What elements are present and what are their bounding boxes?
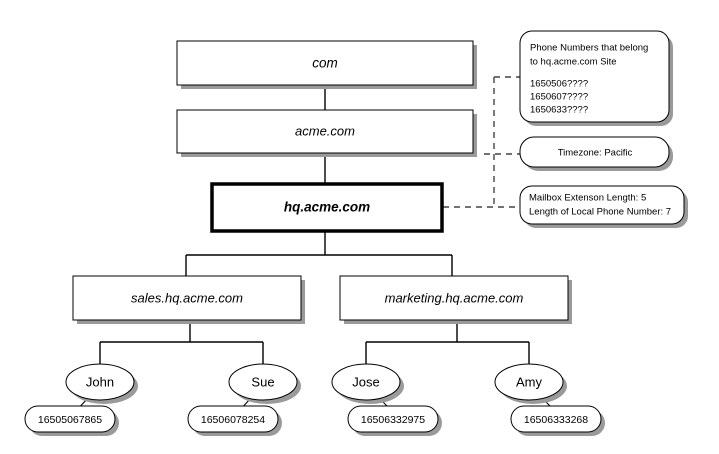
node-john-phone-label: 16505067865: [38, 414, 102, 426]
node-hq-acme-com-label: hq.acme.com: [284, 200, 370, 215]
node-john[interactable]: John: [65, 363, 135, 401]
node-sales-hq-acme-com[interactable]: sales.hq.acme.com: [72, 275, 302, 321]
callout-phone-value-line-1: 1650506????: [530, 79, 588, 90]
node-marketing-label: marketing.hq.acme.com: [385, 290, 524, 305]
callout-phone-heading-line-2: to hq.acme.com Site: [530, 57, 617, 68]
node-sales-label: sales.hq.acme.com: [131, 290, 243, 305]
callout-mailbox[interactable]: Mailbox Extenson Length: 5 Length of Loc…: [519, 185, 685, 225]
node-jose-phone[interactable]: 16506332975: [347, 405, 439, 433]
node-sue-label: Sue: [251, 374, 274, 389]
node-hq-acme-com[interactable]: hq.acme.com: [210, 182, 444, 233]
node-jose-phone-label: 16506332975: [361, 414, 425, 426]
callout-phone-value-line-3: 1650633????: [530, 105, 588, 116]
callout-phone-heading-line-1: Phone Numbers that belong: [530, 43, 648, 54]
node-acme-com-label: acme.com: [295, 123, 355, 138]
node-jose[interactable]: Jose: [331, 363, 401, 401]
callout-timezone-label: Timezone: Pacific: [558, 148, 633, 159]
node-com[interactable]: com: [176, 40, 474, 86]
node-john-phone[interactable]: 16505067865: [24, 405, 116, 433]
callout-connectors: [443, 76, 523, 208]
node-sue-phone-label: 16506078254: [201, 414, 265, 426]
node-amy-label: Amy: [516, 374, 543, 389]
callout-mailbox-line-2: Length of Local Phone Number: 7: [529, 207, 671, 218]
node-sue[interactable]: Sue: [228, 363, 298, 401]
callout-phone-numbers[interactable]: Phone Numbers that belong to hq.acme.com…: [519, 30, 670, 123]
callout-mailbox-line-1: Mailbox Extenson Length: 5: [529, 193, 646, 204]
callout-phone-value-line-2: 1650607????: [530, 92, 588, 103]
node-acme-com[interactable]: acme.com: [176, 109, 474, 154]
node-jose-label: Jose: [352, 374, 379, 389]
node-amy-phone[interactable]: 16506333268: [510, 405, 602, 433]
node-sue-phone[interactable]: 16506078254: [187, 405, 279, 433]
node-john-label: John: [86, 374, 114, 389]
callout-timezone[interactable]: Timezone: Pacific: [519, 136, 670, 168]
node-com-label: com: [312, 56, 338, 71]
node-amy[interactable]: Amy: [494, 363, 564, 401]
node-marketing-hq-acme-com[interactable]: marketing.hq.acme.com: [339, 275, 569, 321]
node-amy-phone-label: 16506333268: [524, 414, 588, 426]
